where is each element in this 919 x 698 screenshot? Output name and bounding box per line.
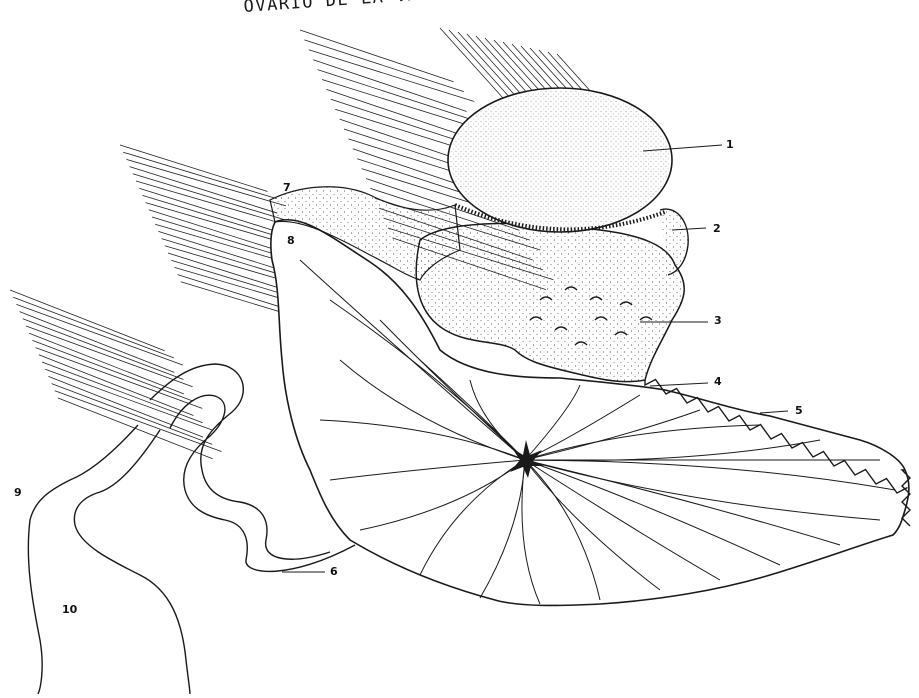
hatch-line <box>32 340 193 401</box>
hatch-line <box>23 319 184 380</box>
hatch-line <box>120 145 268 191</box>
hatch-line <box>130 167 278 213</box>
follicle-stipple <box>450 90 670 230</box>
hatch-line <box>48 376 203 437</box>
label-7: 7 <box>283 182 291 193</box>
hatch-line <box>29 333 184 394</box>
hatch-line <box>13 297 174 358</box>
ovary-body <box>416 223 684 381</box>
hatch-line <box>300 30 453 82</box>
label-1: 1 <box>726 139 734 150</box>
label-8: 8 <box>287 235 295 246</box>
label-6: 6 <box>330 566 338 577</box>
label-5: 5 <box>795 405 803 416</box>
label-2: 2 <box>713 223 721 234</box>
label-10: 10 <box>62 604 77 615</box>
hatch-line <box>55 391 222 452</box>
hatch-line <box>39 355 194 416</box>
uterine-horn <box>28 425 190 694</box>
hatch-line <box>133 174 287 220</box>
hatch-line <box>20 312 175 373</box>
hatch-line <box>10 290 165 351</box>
label-3: 3 <box>714 315 722 326</box>
hatch-line <box>126 159 286 205</box>
hatch-line <box>45 369 212 430</box>
hatch-line <box>52 384 213 445</box>
hatch-line <box>123 152 277 198</box>
label-9: 9 <box>14 487 22 498</box>
label-4: 4 <box>714 376 722 387</box>
